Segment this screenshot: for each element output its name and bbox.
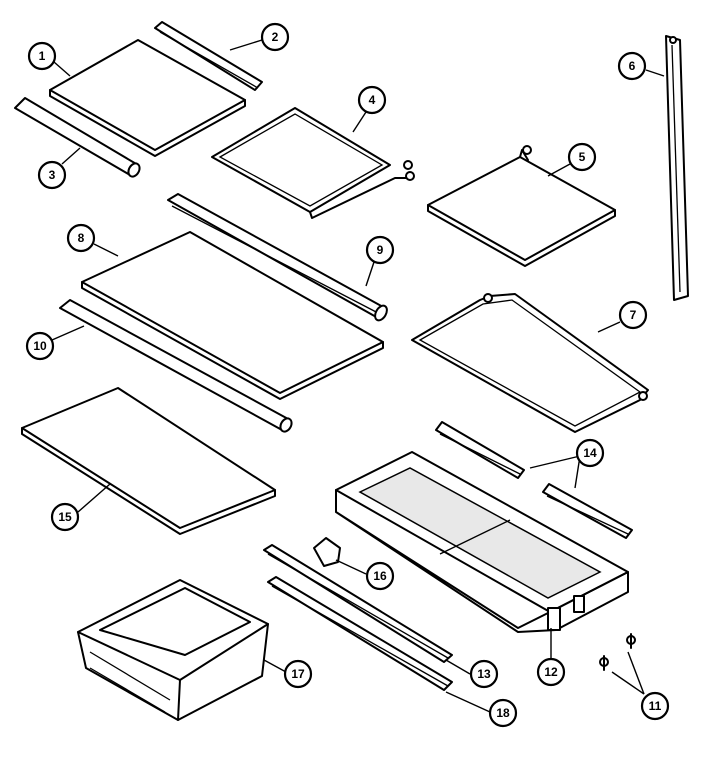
callout-2: 2 bbox=[260, 22, 290, 52]
cover-7 bbox=[411, 293, 649, 433]
callout-15: 15 bbox=[50, 502, 80, 532]
callout-4: 4 bbox=[357, 85, 387, 115]
callout-18: 18 bbox=[488, 698, 518, 728]
callout-9: 9 bbox=[365, 235, 395, 265]
shelf-1 bbox=[49, 39, 246, 157]
svg-text:13: 13 bbox=[477, 667, 491, 681]
leader-lines bbox=[51, 39, 665, 713]
callout-1: 1 bbox=[27, 41, 57, 71]
callout-6: 6 bbox=[617, 51, 647, 81]
svg-text:16: 16 bbox=[373, 569, 387, 583]
callout-3: 3 bbox=[37, 160, 67, 190]
glass-15 bbox=[21, 387, 276, 535]
svg-text:15: 15 bbox=[58, 510, 72, 524]
svg-text:9: 9 bbox=[377, 243, 384, 257]
svg-text:3: 3 bbox=[49, 168, 56, 182]
clip-16 bbox=[313, 537, 341, 567]
frame-12 bbox=[335, 451, 629, 633]
svg-text:7: 7 bbox=[630, 308, 637, 322]
callout-16: 16 bbox=[365, 561, 395, 591]
svg-text:11: 11 bbox=[649, 699, 662, 713]
callout-12: 12 bbox=[536, 657, 566, 687]
screws-11 bbox=[599, 633, 636, 671]
callout-7: 7 bbox=[618, 300, 648, 330]
svg-text:12: 12 bbox=[544, 665, 558, 679]
callout-14: 14 bbox=[575, 438, 605, 468]
svg-text:18: 18 bbox=[496, 706, 510, 720]
svg-text:6: 6 bbox=[629, 59, 636, 73]
svg-text:4: 4 bbox=[369, 93, 376, 107]
drawer-17 bbox=[77, 579, 269, 721]
callout-11: 11 bbox=[640, 691, 670, 721]
callout-8: 8 bbox=[66, 223, 96, 253]
svg-text:10: 10 bbox=[33, 339, 47, 353]
svg-text:17: 17 bbox=[291, 667, 305, 681]
svg-text:1: 1 bbox=[39, 49, 46, 63]
callout-5: 5 bbox=[567, 142, 597, 172]
channel-18 bbox=[267, 576, 453, 691]
rail-14b bbox=[542, 483, 633, 539]
svg-text:14: 14 bbox=[583, 446, 597, 460]
trim-10 bbox=[59, 299, 293, 433]
rail-14a bbox=[435, 421, 525, 479]
shelf-8 bbox=[81, 231, 384, 400]
rail-6 bbox=[665, 35, 689, 301]
callout-17: 17 bbox=[283, 659, 313, 689]
svg-text:5: 5 bbox=[579, 150, 586, 164]
trim-9 bbox=[167, 193, 388, 322]
callout-10: 10 bbox=[25, 331, 55, 361]
shelf-4 bbox=[211, 107, 415, 219]
callout-13: 13 bbox=[469, 659, 499, 689]
svg-text:2: 2 bbox=[272, 30, 279, 44]
trim-3 bbox=[14, 97, 141, 178]
channel-13 bbox=[263, 544, 453, 663]
shelf-5 bbox=[427, 145, 616, 267]
svg-text:8: 8 bbox=[78, 231, 85, 245]
trim-2 bbox=[154, 21, 263, 91]
